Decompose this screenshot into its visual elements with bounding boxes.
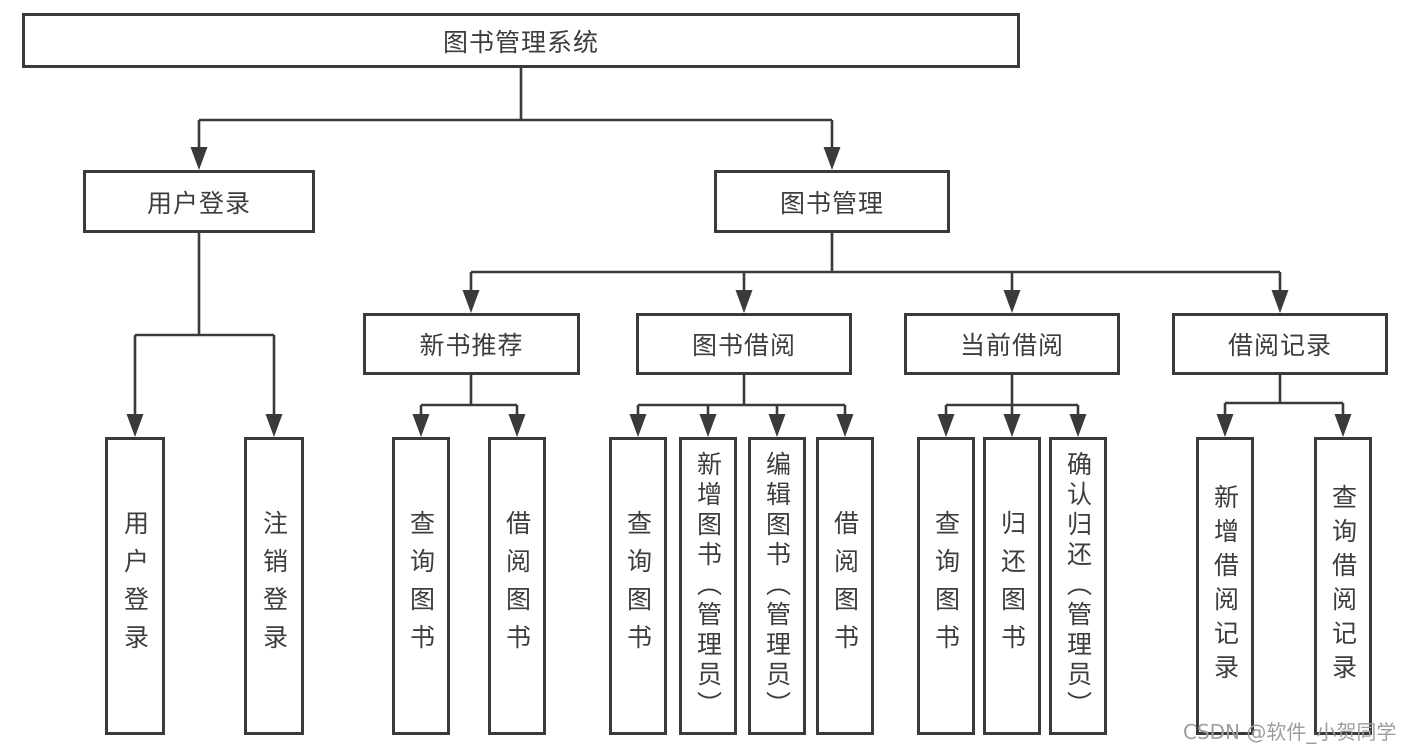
node-user-login-branch: 用户登录 [83, 170, 315, 233]
leaf-query-books-3-label: 查询图书 [931, 510, 961, 662]
node-root-label: 图书管理系统 [442, 27, 599, 57]
leaf-add-borrow-record-label: 新增借阅记录 [1210, 484, 1240, 688]
leaf-user-login-label: 用户登录 [120, 510, 150, 662]
node-new-book-recommend: 新书推荐 [363, 313, 580, 375]
node-current-borrowing: 当前借阅 [904, 313, 1120, 375]
leaf-query-books-1-label: 查询图书 [406, 510, 436, 662]
node-borrowing-records-label: 借阅记录 [1227, 331, 1332, 360]
leaf-edit-book-admin: 编辑图书（管理员） [748, 437, 806, 735]
leaf-confirm-return-admin: 确认归还（管理员） [1049, 437, 1107, 735]
leaf-borrow-books-1: 借阅图书 [488, 437, 546, 735]
leaf-query-books-2: 查询图书 [609, 437, 667, 735]
leaf-query-borrow-record-label: 查询借阅记录 [1328, 484, 1358, 688]
node-new-book-recommend-label: 新书推荐 [419, 331, 524, 360]
leaf-query-books-3: 查询图书 [917, 437, 975, 735]
node-book-borrowing: 图书借阅 [636, 313, 852, 375]
leaf-logout: 注销登录 [244, 437, 304, 735]
node-borrowing-records: 借阅记录 [1172, 313, 1388, 375]
leaf-return-book-label: 归还图书 [997, 510, 1027, 662]
leaf-borrow-books-2: 借阅图书 [816, 437, 874, 735]
leaf-query-borrow-record: 查询借阅记录 [1314, 437, 1372, 735]
leaf-query-books-1: 查询图书 [392, 437, 450, 735]
node-book-management-label: 图书管理 [779, 188, 884, 218]
watermark: CSDN @软件_小贺同学 [1183, 720, 1397, 744]
leaf-user-login: 用户登录 [105, 437, 165, 735]
leaf-query-books-2-label: 查询图书 [623, 510, 653, 662]
leaf-return-book: 归还图书 [983, 437, 1041, 735]
leaf-edit-book-admin-label: 编辑图书（管理员） [762, 451, 792, 721]
leaf-add-book-admin: 新增图书（管理员） [679, 437, 737, 735]
node-book-borrowing-label: 图书借阅 [691, 331, 796, 360]
node-book-management: 图书管理 [714, 170, 950, 233]
leaf-confirm-return-admin-label: 确认归还（管理员） [1063, 451, 1093, 721]
leaf-borrow-books-1-label: 借阅图书 [502, 510, 532, 662]
leaf-add-borrow-record: 新增借阅记录 [1196, 437, 1254, 735]
leaf-borrow-books-2-label: 借阅图书 [830, 510, 860, 662]
leaf-add-book-admin-label: 新增图书（管理员） [693, 451, 723, 721]
node-user-login-label: 用户登录 [146, 188, 251, 218]
leaf-logout-label: 注销登录 [259, 510, 289, 662]
node-root: 图书管理系统 [22, 13, 1020, 68]
node-current-borrowing-label: 当前借阅 [959, 331, 1064, 360]
